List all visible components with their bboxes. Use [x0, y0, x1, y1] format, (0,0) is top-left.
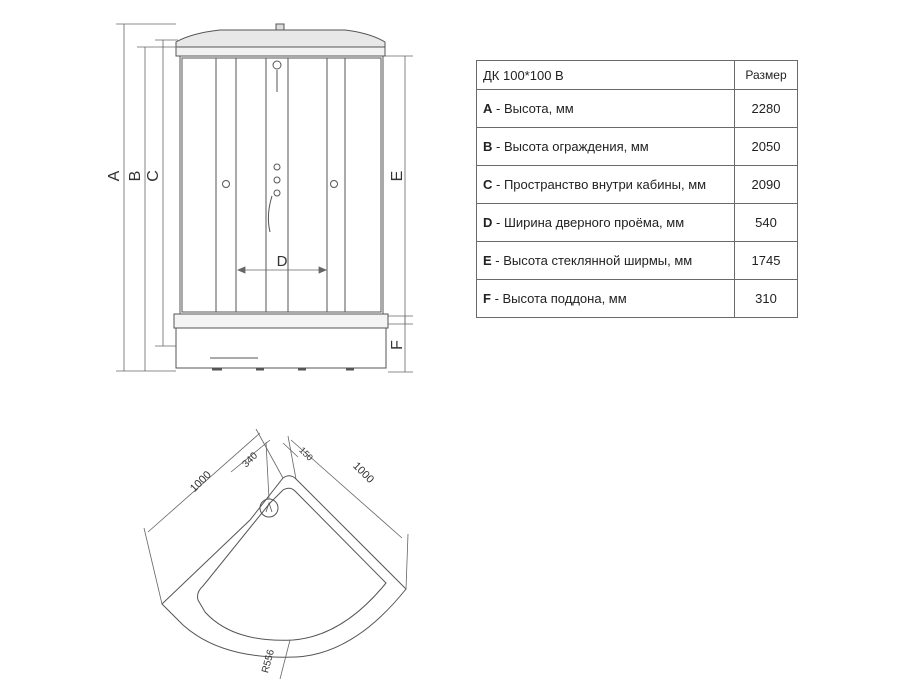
row-key: B [483, 139, 493, 154]
row-value: 2050 [734, 127, 798, 166]
left-door-handle [222, 180, 230, 188]
size-header: Размер [734, 60, 798, 90]
dim-340: 340 [240, 450, 260, 470]
drain [259, 498, 279, 518]
left-door [215, 57, 237, 313]
front-view [173, 23, 389, 371]
row-label: Ширина дверного проёма, мм [503, 215, 685, 230]
cabin-roof [175, 29, 386, 48]
cabin-top-rail [175, 46, 386, 57]
dim-left-1000: 1000 [188, 469, 214, 495]
table-row: E - Высота стеклянной ширмы, мм 1745 [476, 241, 798, 280]
dim-label-c: C [145, 170, 162, 182]
dim-radius: R556 [260, 648, 277, 674]
tray-inner [197, 487, 387, 641]
model-name: ДК 100*100 В [476, 60, 735, 90]
front-dim-labels: A B C D E F [106, 170, 406, 350]
cabin-frame [179, 55, 384, 315]
row-label: Пространство внутри кабины, мм [503, 177, 707, 192]
tray-rim [173, 313, 389, 329]
row-value: 1745 [734, 241, 798, 280]
row-value: 2280 [734, 89, 798, 128]
row-label: Высота поддона, мм [502, 291, 627, 306]
shower-hose [267, 195, 273, 233]
row-key: A [483, 101, 493, 116]
dim-label-d: D [277, 253, 288, 270]
jet-2 [273, 176, 281, 184]
table-header-row: ДК 100*100 В Размер [476, 60, 798, 90]
left-wall [181, 57, 217, 313]
dim-label-e: E [389, 171, 406, 182]
row-label: Высота, мм [503, 101, 574, 116]
dim-label-b: B [127, 171, 144, 182]
table-row: C - Пространство внутри кабины, мм 2090 [476, 165, 798, 204]
row-key: F [483, 291, 491, 306]
roof-antenna [275, 23, 285, 31]
tray-body [175, 327, 387, 369]
table-row: B - Высота ограждения, мм 2050 [476, 127, 798, 166]
jet-1 [273, 163, 281, 171]
row-value: 540 [734, 203, 798, 242]
dim-label-f: F [389, 340, 406, 350]
right-wall [344, 57, 382, 313]
shower-column [265, 57, 289, 313]
top-dimensions [143, 428, 409, 680]
row-key: C [483, 177, 493, 192]
front-dimensions [116, 23, 413, 373]
row-label: Высота ограждения, мм [503, 139, 649, 154]
right-door [326, 57, 346, 313]
row-value: 2090 [734, 165, 798, 204]
spec-table: ДК 100*100 В Размер A - Высота, мм 2280 … [476, 60, 798, 318]
dim-right-1000: 1000 [350, 460, 376, 486]
tray-outline [161, 475, 407, 658]
top-view [161, 475, 407, 658]
row-label: Высота стеклянной ширмы, мм [503, 253, 693, 268]
row-key: E [483, 253, 492, 268]
table-row: F - Высота поддона, мм 310 [476, 279, 798, 318]
row-value: 310 [734, 279, 798, 318]
table-row: A - Высота, мм 2280 [476, 89, 798, 128]
jet-3 [273, 189, 281, 197]
dim-label-a: A [106, 170, 123, 181]
right-door-handle [330, 180, 338, 188]
back-panel [235, 57, 328, 313]
shower-head [272, 60, 282, 70]
table-row: D - Ширина дверного проёма, мм 540 [476, 203, 798, 242]
row-key: D [483, 215, 493, 230]
